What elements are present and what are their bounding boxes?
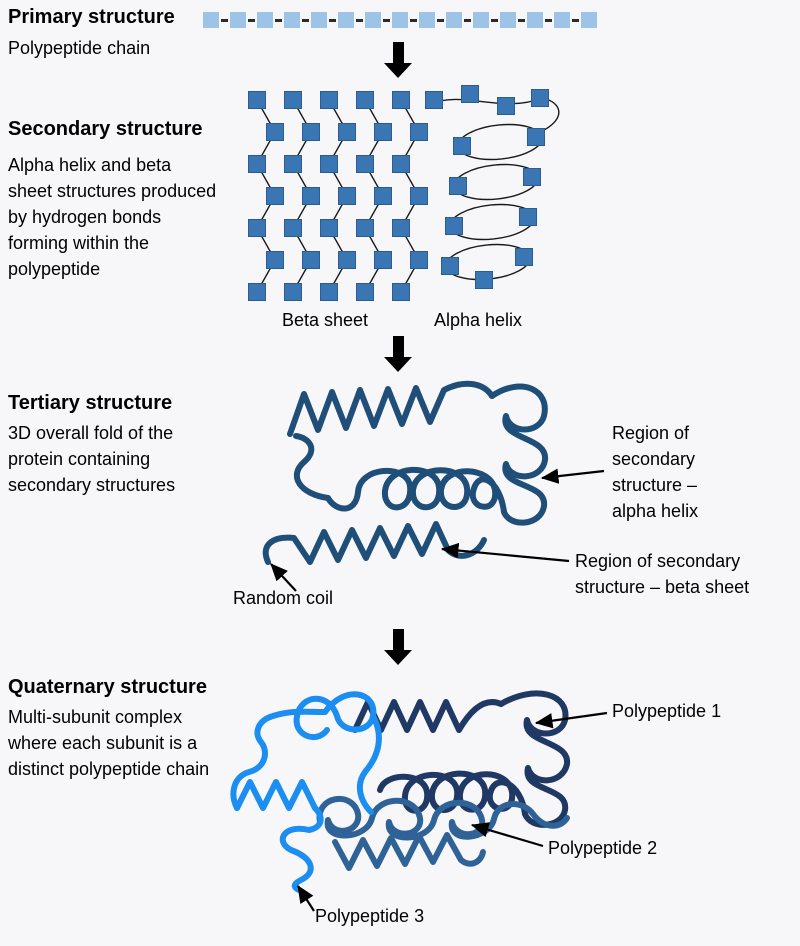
random-coil-label: Random coil	[233, 588, 334, 608]
tertiary-beta-sheet-region	[262, 521, 487, 565]
tertiary-structure-description: 3D overall fold of the protein containin…	[8, 423, 176, 495]
down-arrow-2	[384, 336, 412, 372]
tertiary-beta-sheet-annotation: Region of secondary structure – beta she…	[575, 551, 750, 597]
primary-structure-heading: Primary structure	[8, 6, 175, 28]
polypeptide-chain-graphic	[203, 11, 597, 29]
tertiary-structure-drawing	[262, 380, 548, 565]
polypeptide1-label: Polypeptide 1	[612, 701, 722, 721]
primary-structure-caption: Polypeptide chain	[8, 38, 151, 58]
quaternary-structure-drawing	[230, 690, 570, 893]
down-arrow-1	[384, 42, 412, 78]
tertiary-alpha-helix-region	[489, 383, 548, 526]
beta-sheet-diagram	[248, 91, 428, 301]
arrow-head	[384, 63, 412, 78]
polypeptide2-coil-row	[316, 795, 570, 841]
polypeptide3-vertical-wiggle	[356, 713, 382, 815]
tertiary-top-zigzag	[287, 380, 495, 437]
alpha-helix-label: Alpha helix	[434, 310, 523, 330]
tertiary-middle-coils	[325, 466, 507, 515]
arrow-stem	[392, 629, 404, 650]
polypeptide3-label: Polypeptide 3	[315, 906, 425, 926]
polypeptide3-left-connector	[230, 708, 328, 811]
tertiary-alpha-helix-annotation: Region of secondary structure – alpha he…	[612, 423, 699, 521]
arrow-head	[384, 357, 412, 372]
polypeptide2-label: Polypeptide 2	[548, 838, 658, 858]
tertiary-left-connector	[293, 433, 331, 501]
beta-sheet-label: Beta sheet	[282, 310, 369, 330]
secondary-structure-description: Alpha helix and beta sheet structures pr…	[8, 155, 217, 279]
polypeptide2-zigzag	[332, 832, 486, 871]
polypeptide3-zigzag	[234, 779, 318, 811]
polypeptide3-bottom-loops	[279, 805, 324, 893]
arrow-stem	[392, 42, 404, 63]
arrow-stem	[392, 336, 404, 357]
arrow-head	[384, 650, 412, 665]
secondary-structure-heading: Secondary structure	[8, 118, 203, 140]
quaternary-structure-heading: Quaternary structure	[8, 676, 207, 698]
quaternary-structure-description: Multi-subunit complex where each subunit…	[8, 707, 210, 779]
polypeptide3-top-loops	[293, 691, 377, 740]
alpha-helix-diagram	[425, 85, 560, 289]
tertiary-structure-heading: Tertiary structure	[8, 392, 173, 414]
down-arrow-3	[384, 629, 412, 665]
polypeptide1-zigzag	[352, 699, 504, 733]
